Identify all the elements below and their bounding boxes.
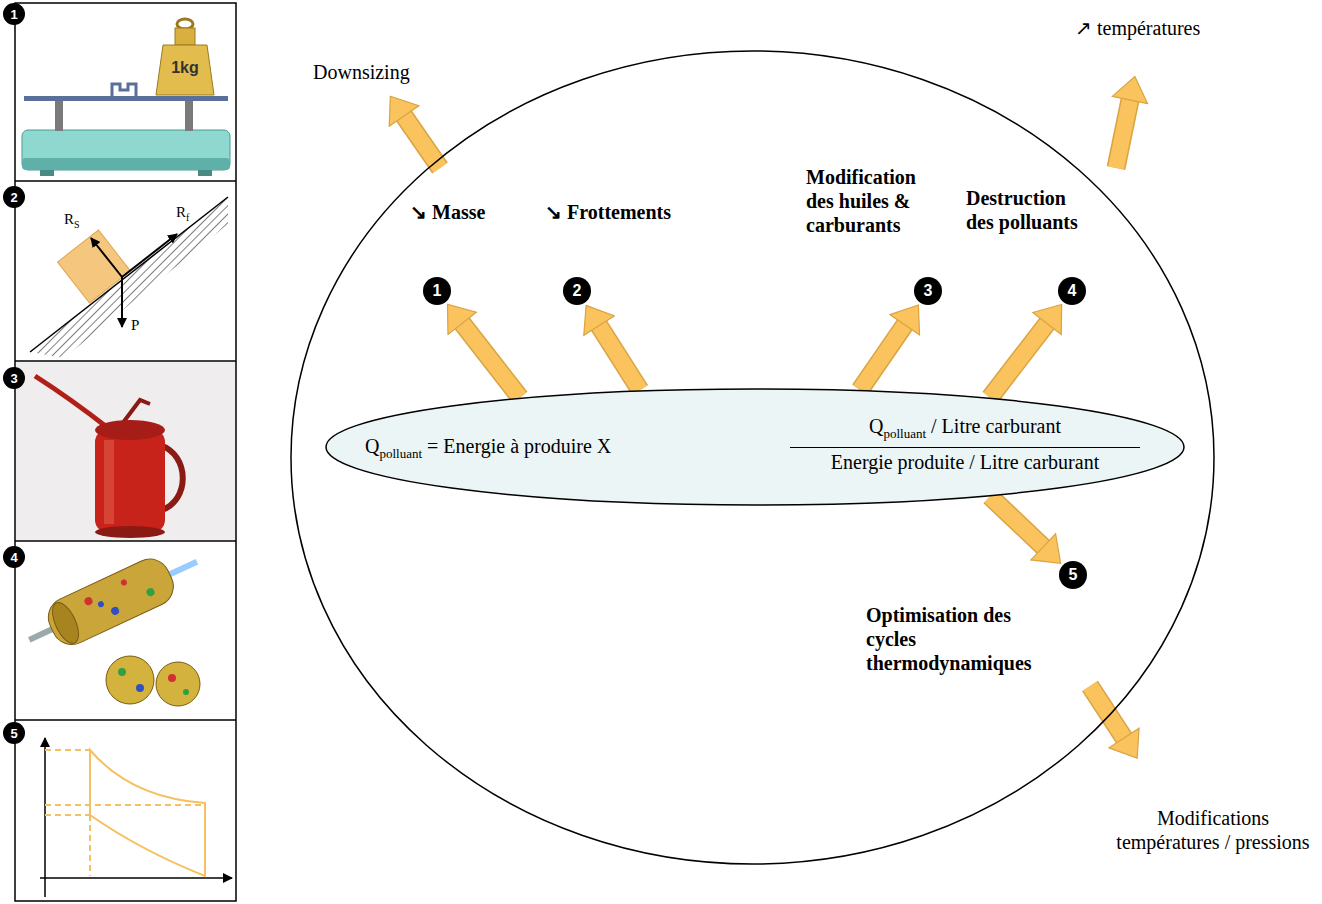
arrow-body bbox=[990, 323, 1047, 397]
fraction-bar bbox=[790, 447, 1140, 448]
force-label: f bbox=[186, 212, 189, 223]
region-label: Modification des huiles & carburants bbox=[806, 165, 938, 237]
force-label: Rf bbox=[176, 203, 189, 227]
force-label: RS bbox=[64, 210, 80, 234]
callout-number: 2 bbox=[573, 283, 582, 299]
block-arrow bbox=[990, 323, 1047, 397]
arrow-body bbox=[860, 325, 905, 390]
arrow-outline bbox=[860, 325, 905, 390]
panel-number: 2 bbox=[3, 186, 25, 208]
callout-number: 4 bbox=[1068, 283, 1077, 299]
panel-number: 3 bbox=[3, 367, 25, 389]
panel-number: 3 bbox=[10, 372, 17, 385]
catalytic-converter bbox=[19, 540, 207, 706]
fraction: Qpolluant / Litre carburantEnergie produi… bbox=[790, 414, 1140, 474]
formula-text: Q bbox=[365, 435, 379, 457]
panel-number: 5 bbox=[3, 722, 25, 744]
panel-number: 2 bbox=[10, 191, 17, 204]
panel-number: 4 bbox=[3, 546, 25, 568]
fraction-numerator: Qpolluant / Litre carburant bbox=[790, 414, 1140, 446]
arrow-body bbox=[462, 323, 520, 397]
outer-label: ↗ températures bbox=[1075, 16, 1200, 40]
panel-number: 1 bbox=[10, 8, 17, 21]
force-label: R bbox=[64, 211, 74, 227]
force-label: R bbox=[176, 204, 186, 220]
inclined-plane bbox=[30, 197, 228, 358]
oil-can bbox=[16, 362, 235, 540]
callout-number: 2 bbox=[563, 277, 591, 305]
outer-label: P bbox=[131, 316, 139, 334]
callout-number: 1 bbox=[423, 277, 451, 305]
formula-text: Q bbox=[869, 415, 883, 437]
arrow-body bbox=[990, 496, 1043, 546]
force-label: S bbox=[74, 219, 80, 230]
region-label: Optimisation des cycles thermodynamiques bbox=[866, 603, 1051, 675]
formula-text: = Energie à produire X bbox=[427, 435, 611, 457]
formula-text: / Litre carburant bbox=[931, 415, 1061, 437]
outer-label: Downsizing bbox=[313, 60, 410, 84]
outer-ellipse: ↘ Masse ↘ Frottements Modification des hui… bbox=[290, 50, 1215, 865]
callout-number: 5 bbox=[1059, 561, 1087, 589]
arrow-outline bbox=[990, 496, 1043, 546]
block-arrow bbox=[990, 496, 1043, 546]
formula-text: polluant bbox=[379, 446, 422, 461]
panel-frames bbox=[15, 3, 236, 901]
callout-number: 3 bbox=[914, 277, 942, 305]
formula-line: Qpolluant = Energie à produire X bbox=[365, 434, 611, 466]
panel-number: 4 bbox=[10, 551, 17, 564]
region-label: Destruction des polluants bbox=[966, 186, 1091, 234]
callout-number: 1 bbox=[433, 283, 442, 299]
callout-number: 4 bbox=[1058, 277, 1086, 305]
arrow-outline bbox=[462, 323, 520, 397]
fraction-denominator: Energie produite / Litre carburant bbox=[790, 450, 1140, 474]
pv-diagram bbox=[40, 738, 232, 897]
outer-label: 1kg bbox=[152, 58, 218, 77]
callout-number: 3 bbox=[924, 283, 933, 299]
block-arrow bbox=[599, 326, 640, 391]
outer-label: Modifications températures / pressions bbox=[1108, 806, 1318, 854]
panel-number: 1 bbox=[3, 3, 25, 25]
panel-number: 5 bbox=[10, 727, 17, 740]
region-label: ↘ Masse bbox=[410, 200, 485, 224]
formula-text: polluant bbox=[883, 426, 926, 441]
callout-number: 5 bbox=[1069, 567, 1078, 583]
arrow-body bbox=[599, 326, 640, 391]
formula-ellipse: Qpolluant= Energie à produire XQpolluant… bbox=[325, 388, 1185, 506]
region-label: ↘ Frottements bbox=[545, 200, 671, 224]
block-arrow bbox=[860, 325, 905, 390]
arrow-outline bbox=[990, 323, 1047, 397]
block-arrow bbox=[462, 323, 520, 397]
scale-illustration bbox=[22, 19, 230, 176]
arrow-outline bbox=[599, 326, 640, 391]
formula-text: Energie produite / Litre carburant bbox=[831, 451, 1099, 473]
